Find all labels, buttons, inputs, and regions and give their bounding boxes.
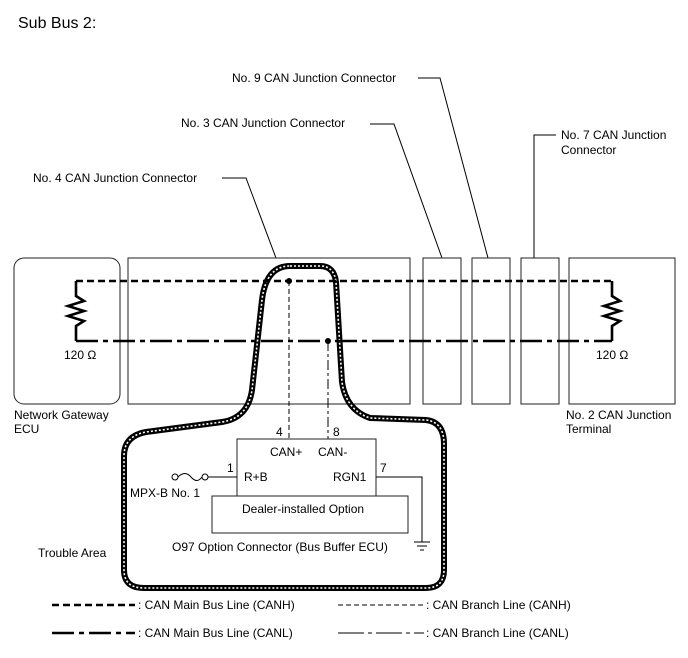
legend-branch-canh: : CAN Branch Line (CANH) bbox=[426, 598, 571, 612]
no2-junction-terminal-label-line2: Terminal bbox=[566, 422, 611, 436]
network-gateway-ecu-label-line1: Network Gateway bbox=[14, 408, 109, 422]
network-gateway-ecu-label-line2: ECU bbox=[14, 422, 39, 436]
legend-main-canl: : CAN Main Bus Line (CANL) bbox=[138, 626, 293, 640]
leader-no9 bbox=[418, 77, 489, 259]
no7-junction-connector-box bbox=[520, 257, 560, 405]
left-resistor-value: 120 Ω bbox=[64, 348, 96, 362]
ground-icon bbox=[414, 541, 430, 551]
left-termination-resistor bbox=[63, 281, 89, 341]
network-gateway-ecu-box bbox=[13, 257, 121, 405]
legend: : CAN Main Bus Line (CANH) : CAN Branch … bbox=[52, 598, 571, 640]
pin-canl-label: CAN- bbox=[318, 445, 347, 459]
dealer-installed-option-label: Dealer-installed Option bbox=[242, 502, 364, 516]
pin-ground-number: 7 bbox=[380, 461, 387, 475]
leader-no7 bbox=[533, 134, 556, 258]
no4-junction-connector-box bbox=[127, 257, 411, 405]
pin-canl-number: 8 bbox=[333, 425, 340, 439]
bus-buffer-ecu-box bbox=[236, 438, 377, 497]
diagram-title: Sub Bus 2: bbox=[18, 15, 96, 32]
pin-power-label: R+B bbox=[244, 470, 268, 484]
fuse-label: MPX-B No. 1 bbox=[130, 486, 200, 500]
leader-no4 bbox=[222, 177, 277, 259]
dealer-installed-option-box bbox=[211, 495, 409, 534]
pin-ground-label: RGN1 bbox=[333, 470, 367, 484]
pin-power-number: 1 bbox=[227, 461, 234, 475]
label-no3-connector: No. 3 CAN Junction Connector bbox=[181, 116, 345, 130]
legend-branch-canl: : CAN Branch Line (CANL) bbox=[426, 626, 569, 640]
right-termination-resistor bbox=[599, 281, 625, 341]
label-no7-connector-line2: Connector bbox=[561, 143, 616, 157]
no3-junction-connector-box bbox=[422, 257, 462, 405]
no2-junction-terminal-box bbox=[568, 257, 676, 405]
legend-main-canh: : CAN Main Bus Line (CANH) bbox=[138, 598, 295, 612]
trouble-area-outline bbox=[121, 263, 447, 591]
pin-canh-label: CAN+ bbox=[270, 445, 302, 459]
fuse-icon bbox=[171, 473, 209, 481]
right-resistor-value: 120 Ω bbox=[596, 348, 628, 362]
pin-canh-number: 4 bbox=[276, 425, 283, 439]
ground-wire bbox=[376, 476, 423, 542]
option-connector-name: O97 Option Connector (Bus Buffer ECU) bbox=[172, 540, 388, 554]
leader-no3 bbox=[370, 123, 443, 259]
label-no7-connector-line1: No. 7 CAN Junction bbox=[561, 128, 666, 142]
no2-junction-terminal-label-line1: No. 2 CAN Junction bbox=[566, 408, 671, 422]
label-no9-connector: No. 9 CAN Junction Connector bbox=[232, 71, 396, 85]
no9-junction-connector-box bbox=[471, 257, 511, 405]
trouble-area-label: Trouble Area bbox=[38, 546, 107, 560]
label-no4-connector: No. 4 CAN Junction Connector bbox=[33, 171, 197, 185]
